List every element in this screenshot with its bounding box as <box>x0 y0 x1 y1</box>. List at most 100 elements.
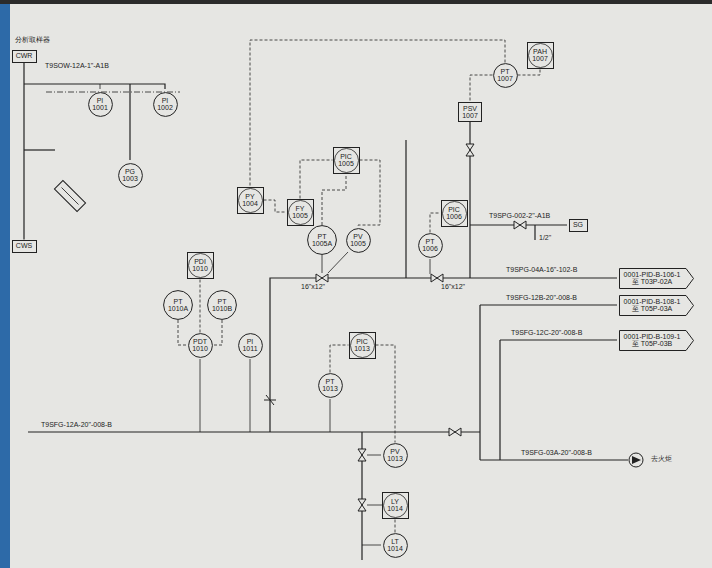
display-circle <box>288 200 312 224</box>
connector-outline <box>619 268 693 288</box>
line-number-label: T9SFG-12C-20"-008-B <box>510 329 583 337</box>
instrument-tag: LT <box>391 538 399 545</box>
shared-display-box: PAH1007 <box>527 42 554 69</box>
process-line <box>23 63 24 240</box>
signal-line <box>376 345 396 443</box>
instrument-tag: 1002 <box>157 104 173 111</box>
instrument-tag: 1011 <box>242 345 257 352</box>
instrument-tag: PT <box>501 68 510 75</box>
cooler-symbol <box>54 180 85 211</box>
drain-line <box>534 225 535 240</box>
bubble-outline <box>308 226 337 255</box>
instrument-tag: 1007 <box>497 75 513 82</box>
signal-line <box>395 519 396 533</box>
instrument-tag: PIC <box>448 206 460 213</box>
line-number-label: 去火炬 <box>650 455 673 463</box>
box-outline <box>12 50 36 62</box>
bubble-outline <box>118 163 142 187</box>
instrument-tag: FY <box>296 205 305 212</box>
shared-display-box: PY1004 <box>237 187 264 214</box>
tag-box: SG <box>569 219 588 232</box>
leader-line <box>250 359 251 432</box>
signal-line <box>330 345 349 373</box>
instrument-bubble: PI1011 <box>238 333 263 358</box>
display-frame <box>441 200 467 226</box>
instrument-tag: PDI <box>194 258 206 265</box>
leader-line <box>430 259 431 274</box>
pipe-line <box>129 84 130 160</box>
instrument-bubble: PT1010B <box>207 290 237 320</box>
display-circle <box>528 43 552 67</box>
instrument-tag: 1005 <box>350 240 366 247</box>
pipe-line <box>405 140 406 278</box>
instrument-tag: 0001-PID-B-106-1 <box>624 271 681 278</box>
instrument-tag: PI <box>247 338 254 345</box>
control-valve <box>431 274 443 282</box>
line-number-label: T9SOW-12A-1"-A1B <box>44 62 110 70</box>
signal-line <box>213 320 223 345</box>
leader-line <box>328 252 348 273</box>
instrument-tag: 1007 <box>532 55 548 62</box>
instrument-tag: PT <box>326 378 335 385</box>
display-circle <box>238 188 262 212</box>
check-valve <box>264 395 276 405</box>
display-frame <box>237 187 263 213</box>
instrument-tag: 1014 <box>387 545 403 552</box>
pipe-line <box>28 431 480 432</box>
instrument-tag: 1001 <box>92 104 108 111</box>
instrument-tag: PIC <box>340 153 352 160</box>
instrument-bubble: PT1007 <box>493 63 518 88</box>
bubble-outline <box>383 533 407 557</box>
line-number-label: 16"x12" <box>300 283 326 291</box>
instrument-tag: 至 T05P-03A <box>632 305 672 312</box>
gate-valve <box>514 221 526 229</box>
instrument-bubble: PV1005 <box>346 228 371 253</box>
display-circle <box>442 201 466 225</box>
shared-display-box: PIC1005 <box>333 147 360 174</box>
instrument-bubble: PT1013 <box>318 373 343 398</box>
gate-valve <box>449 428 461 436</box>
bubble-outline <box>238 333 262 357</box>
cooler-tube <box>62 188 79 205</box>
bubble-outline <box>383 443 407 467</box>
pipe-line <box>270 278 617 432</box>
line-number-label: T9SFG-12B-20"-008-B <box>505 294 578 302</box>
pipe-group <box>24 84 628 560</box>
tag-box: PSV1007 <box>458 102 482 122</box>
instrument-tag: PY <box>245 193 254 200</box>
cooler-body <box>54 180 85 211</box>
signal-line <box>470 75 493 102</box>
bubble-outline <box>164 291 193 320</box>
blue-frame <box>0 0 10 568</box>
instrument-tag: 0001-PID-B-109-1 <box>624 333 681 340</box>
display-circle <box>334 148 358 172</box>
display-frame <box>382 492 408 518</box>
signal-line <box>200 279 201 333</box>
display-circle <box>383 493 407 517</box>
instrument-tag: PT <box>174 298 183 305</box>
leader-line <box>100 84 101 89</box>
instrument-tag: PT <box>318 233 327 240</box>
display-frame <box>187 252 213 278</box>
boundary-line <box>46 92 180 93</box>
leader-line <box>367 455 381 456</box>
instrument-bubble: PG1003 <box>118 163 143 188</box>
display-frame <box>349 332 375 358</box>
instrument-bubble: PV1013 <box>383 443 408 468</box>
display-circle <box>350 333 374 357</box>
instrument-tag: 1010A <box>168 305 188 312</box>
instrument-tag: 1014 <box>387 505 403 512</box>
box-outline <box>569 219 587 231</box>
bubble-outline <box>318 373 342 397</box>
bubble-outline <box>153 92 177 116</box>
display-frame <box>527 42 553 68</box>
leader-line <box>330 399 331 432</box>
instrument-tag: 1013 <box>354 345 370 352</box>
leader-line <box>200 359 201 432</box>
shared-display-box: PIC1006 <box>441 200 468 227</box>
instrument-tag: 1005A <box>312 240 332 247</box>
flare-symbol <box>629 453 643 467</box>
line-number-label: T9SPG-002-2"-A1B <box>488 212 551 220</box>
